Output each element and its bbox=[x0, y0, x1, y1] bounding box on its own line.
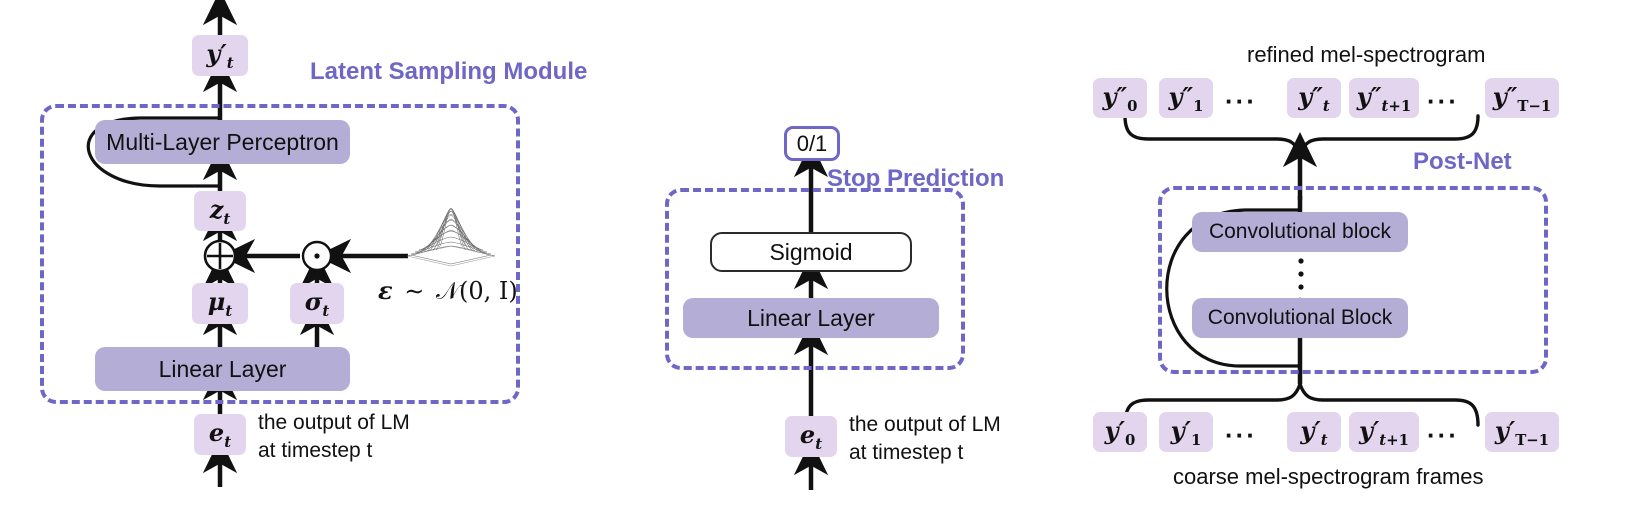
coarse-ellipsis-right: ··· bbox=[1427, 420, 1459, 450]
coarse-token-row: y′0 y′1 ··· y′t y′t+1 ··· y′T−1 bbox=[1093, 412, 1559, 456]
token-e-t-stop: et bbox=[785, 416, 837, 457]
token-z-t-text: zt bbox=[209, 194, 231, 228]
coarse-token-T-minus-1-text: y′T−1 bbox=[1494, 415, 1550, 449]
coarse-mel-caption: coarse mel-spectrogram frames bbox=[1173, 464, 1484, 489]
token-z-t: zt bbox=[194, 191, 246, 231]
refined-token-t-plus-1-text: y″t+1 bbox=[1356, 81, 1412, 115]
token-y-prime-t-text: y′t bbox=[206, 39, 234, 72]
refined-mel-caption: refined mel-spectrogram bbox=[1247, 42, 1486, 67]
token-sigma-t-text: 𝝈t bbox=[304, 287, 330, 320]
stop-linear-layer-block: Linear Layer bbox=[683, 298, 939, 338]
conv-block-bottom: Convolutional Block bbox=[1192, 298, 1408, 338]
stop-output-value: 0/1 bbox=[784, 126, 840, 161]
coarse-token-t-text: y′t bbox=[1300, 415, 1328, 449]
multiply-operator bbox=[300, 239, 334, 273]
residual-skip-connection-latent bbox=[86, 116, 220, 188]
stop-input-caption-line2: at timestep t bbox=[849, 440, 964, 464]
sigmoid-block: Sigmoid bbox=[710, 232, 912, 272]
noise-distribution-expr: 𝒩(0, I) bbox=[435, 277, 518, 305]
latent-input-caption: the output of LM at timestep t bbox=[258, 409, 410, 464]
add-operator bbox=[202, 238, 238, 274]
post-net-module-boundary bbox=[1158, 186, 1548, 374]
coarse-token-1-text: y′1 bbox=[1170, 415, 1202, 449]
refined-token-0-text: y″0 bbox=[1102, 81, 1138, 115]
noise-relation-symbol: ∼ bbox=[404, 277, 425, 305]
refined-token-t: y″t bbox=[1287, 78, 1341, 118]
latent-sampling-module-label: Latent Sampling Module bbox=[310, 58, 588, 85]
coarse-ellipsis-left: ··· bbox=[1225, 420, 1257, 450]
coarse-token-t-plus-1-text: y′t+1 bbox=[1359, 415, 1409, 449]
mlp-block: Multi-Layer Perceptron bbox=[95, 120, 350, 164]
coarse-token-t: y′t bbox=[1287, 412, 1341, 452]
token-mu-t: 𝝁t bbox=[192, 283, 248, 324]
latent-linear-layer-label: Linear Layer bbox=[158, 355, 287, 382]
conv-block-top: Convolutional block bbox=[1192, 212, 1408, 252]
coarse-token-0-text: y′0 bbox=[1104, 415, 1136, 449]
latent-linear-layer-block: Linear Layer bbox=[95, 347, 350, 391]
token-e-t-latent-text: et bbox=[208, 418, 232, 451]
coarse-token-t-plus-1: y′t+1 bbox=[1349, 412, 1419, 452]
latent-input-caption-line1: the output of LM bbox=[258, 411, 410, 434]
stop-input-caption: the output of LM at timestep t bbox=[849, 411, 1001, 466]
coarse-token-T-minus-1: y′T−1 bbox=[1485, 412, 1559, 452]
refined-token-t-text: y″t bbox=[1298, 81, 1330, 115]
latent-input-caption-line2: at timestep t bbox=[258, 438, 373, 462]
stop-input-caption-line1: the output of LM bbox=[849, 413, 1001, 436]
conv-stack-ellipsis bbox=[1294, 256, 1308, 294]
refined-token-1-text: y″1 bbox=[1168, 81, 1204, 115]
sigmoid-block-label: Sigmoid bbox=[769, 238, 853, 265]
coarse-token-1: y′1 bbox=[1159, 412, 1213, 452]
conv-block-bottom-label: Convolutional Block bbox=[1207, 306, 1393, 329]
token-y-prime-t: y′t bbox=[192, 35, 248, 76]
token-e-t-stop-text: et bbox=[799, 420, 823, 453]
refined-token-t-plus-1: y″t+1 bbox=[1349, 78, 1419, 118]
refined-token-T-minus-1: y″T−1 bbox=[1485, 78, 1559, 118]
refined-ellipsis-right: ··· bbox=[1427, 86, 1459, 116]
token-sigma-t: 𝝈t bbox=[290, 283, 344, 324]
mlp-block-label: Multi-Layer Perceptron bbox=[106, 128, 339, 155]
stop-prediction-module-label: Stop Prediction bbox=[827, 165, 1005, 192]
conv-block-top-label: Convolutional block bbox=[1208, 220, 1392, 243]
token-e-t-latent: et bbox=[194, 414, 246, 455]
refined-token-row: y″0 y″1 ··· y″t y″t+1 ··· y″T−1 bbox=[1093, 78, 1559, 122]
refined-token-T-minus-1-text: y″T−1 bbox=[1492, 81, 1552, 115]
coarse-token-0: y′0 bbox=[1093, 412, 1147, 452]
refined-token-1: y″1 bbox=[1159, 78, 1213, 118]
noise-epsilon-symbol: ε bbox=[378, 276, 393, 305]
noise-distribution-label: ε ∼ 𝒩(0, I) bbox=[378, 276, 518, 305]
stop-linear-layer-label: Linear Layer bbox=[747, 304, 875, 331]
refined-ellipsis-left: ··· bbox=[1225, 86, 1257, 116]
token-mu-t-text: 𝝁t bbox=[207, 287, 233, 320]
stop-output-value-text: 0/1 bbox=[796, 130, 828, 156]
post-net-module-label: Post-Net bbox=[1413, 148, 1512, 175]
latent-sampling-module-boundary bbox=[40, 104, 520, 404]
refined-token-0: y″0 bbox=[1093, 78, 1147, 118]
gaussian-surface-icon bbox=[405, 204, 497, 270]
stop-prediction-module-boundary bbox=[665, 188, 965, 370]
